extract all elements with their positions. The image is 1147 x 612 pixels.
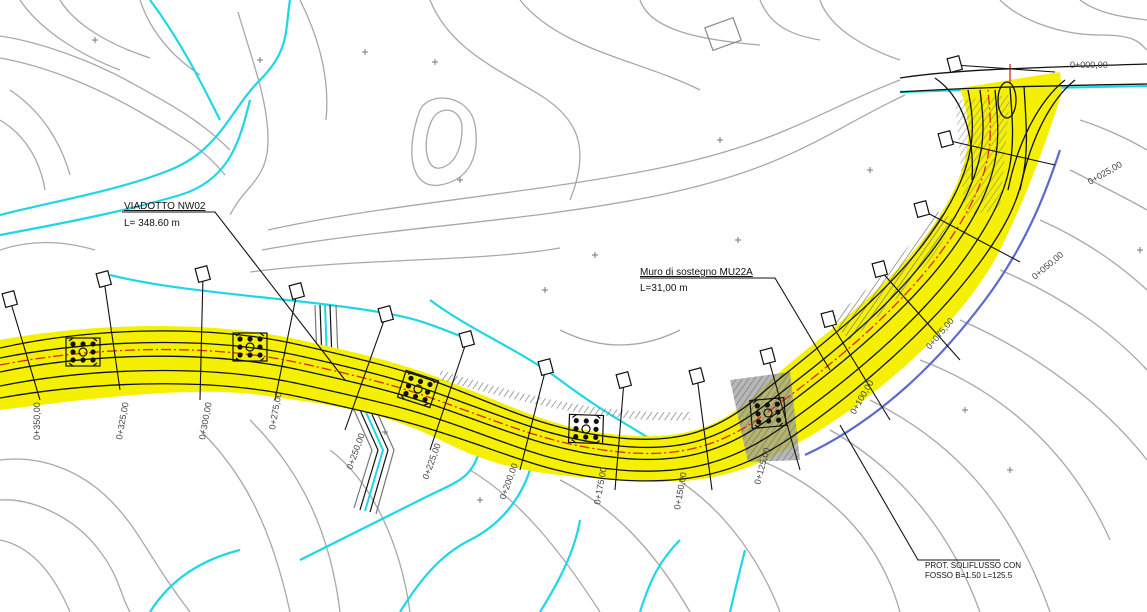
chainage-label: 0+025,00: [1086, 159, 1124, 187]
chainage-label: 0+325,00: [114, 401, 130, 440]
section-line: [767, 356, 801, 471]
protection-channel: [804, 149, 1062, 456]
chainage-label: 0+250,00: [344, 432, 366, 471]
wall-length: L=31,00 m: [640, 283, 688, 294]
section-line: [879, 269, 961, 361]
section-line: [696, 376, 713, 491]
section-marker-icon: [458, 329, 476, 349]
chainage-label: 0+200,00: [497, 462, 519, 501]
section-marker-icon: [194, 264, 212, 284]
elevation-point-icon: [592, 252, 598, 258]
section-marker-icon: [615, 370, 633, 390]
road-edge-lines: [0, 85, 1028, 482]
section-marker-icon: [688, 366, 706, 386]
leader-lines: [122, 211, 1000, 561]
elevation-point-icon: [962, 407, 968, 413]
elevation-point-icon: [1137, 247, 1143, 253]
elevation-points: [92, 37, 1143, 503]
road-corridor: [0, 72, 1062, 482]
elevation-point-icon: [382, 429, 388, 435]
elevation-point-icon: [1007, 467, 1013, 473]
section-line: [945, 139, 1056, 166]
section-line: [344, 314, 387, 431]
section-line: [429, 339, 468, 451]
section-marker-icon: [95, 269, 113, 289]
wall-title: Muro di sostegno MU22A: [640, 267, 753, 278]
protection-label: PROT. SOLIFLUSSO CON FOSSO B=1.50 L=125.…: [925, 561, 1021, 580]
protection-line2: FOSSO B=1.50 L=125.5: [925, 571, 1013, 580]
elevation-point-icon: [867, 167, 873, 173]
elevation-point-icon: [432, 59, 438, 65]
chainage-label: 0+300,00: [197, 401, 213, 440]
elevation-point-icon: [542, 287, 548, 293]
protection-line1: PROT. SOLIFLUSSO CON: [925, 561, 1021, 570]
elevation-point-icon: [257, 57, 263, 63]
elevation-point-icon: [735, 237, 741, 243]
section-line: [828, 319, 891, 421]
existing-road: [899, 63, 1147, 191]
viaduct-length: L= 348.60 m: [124, 218, 180, 229]
section-marker-icon: [377, 304, 395, 324]
section-marker-icon: [759, 346, 777, 366]
elevation-point-icon: [477, 497, 483, 503]
elevation-point-icon: [717, 137, 723, 143]
building-outline: [704, 16, 742, 52]
section-lines: [9, 64, 1056, 491]
section-line: [103, 279, 121, 391]
elevation-point-icon: [457, 177, 463, 183]
section-line: [921, 209, 1021, 263]
section-line: [614, 380, 625, 491]
section-line: [9, 299, 41, 401]
wall-label: Muro di sostegno MU22A L=31,00 m: [640, 267, 753, 294]
viaduct-label: VIADOTTO NW02 L= 348.60 m: [124, 201, 206, 229]
chainage-label: 0+050,00: [1030, 250, 1065, 282]
section-marker-icon: [1, 289, 19, 309]
chainage-label: 0+225,00: [420, 442, 442, 481]
section-marker-icon: [288, 281, 306, 301]
viaduct-title: VIADOTTO NW02: [124, 201, 206, 212]
section-line: [274, 291, 298, 401]
section-markers: [1, 54, 964, 390]
section-marker-icon: [537, 357, 555, 377]
section-marker-icon: [937, 129, 955, 149]
section-marker-icon: [820, 309, 838, 329]
section-line: [199, 274, 204, 401]
chainage-label: 0+000,00: [1070, 60, 1108, 70]
cut-fill-hatch: [440, 95, 1010, 462]
section-line: [954, 64, 1056, 73]
chainage-label: 0+350,00: [32, 402, 42, 440]
elevation-point-icon: [92, 37, 98, 43]
chainage-label: 0+275,00: [267, 391, 283, 430]
section-marker-icon: [871, 259, 889, 279]
section-line: [519, 367, 547, 471]
section-marker-icon: [913, 199, 931, 219]
elevation-point-icon: [362, 49, 368, 55]
section-marker-icon: [946, 54, 964, 74]
